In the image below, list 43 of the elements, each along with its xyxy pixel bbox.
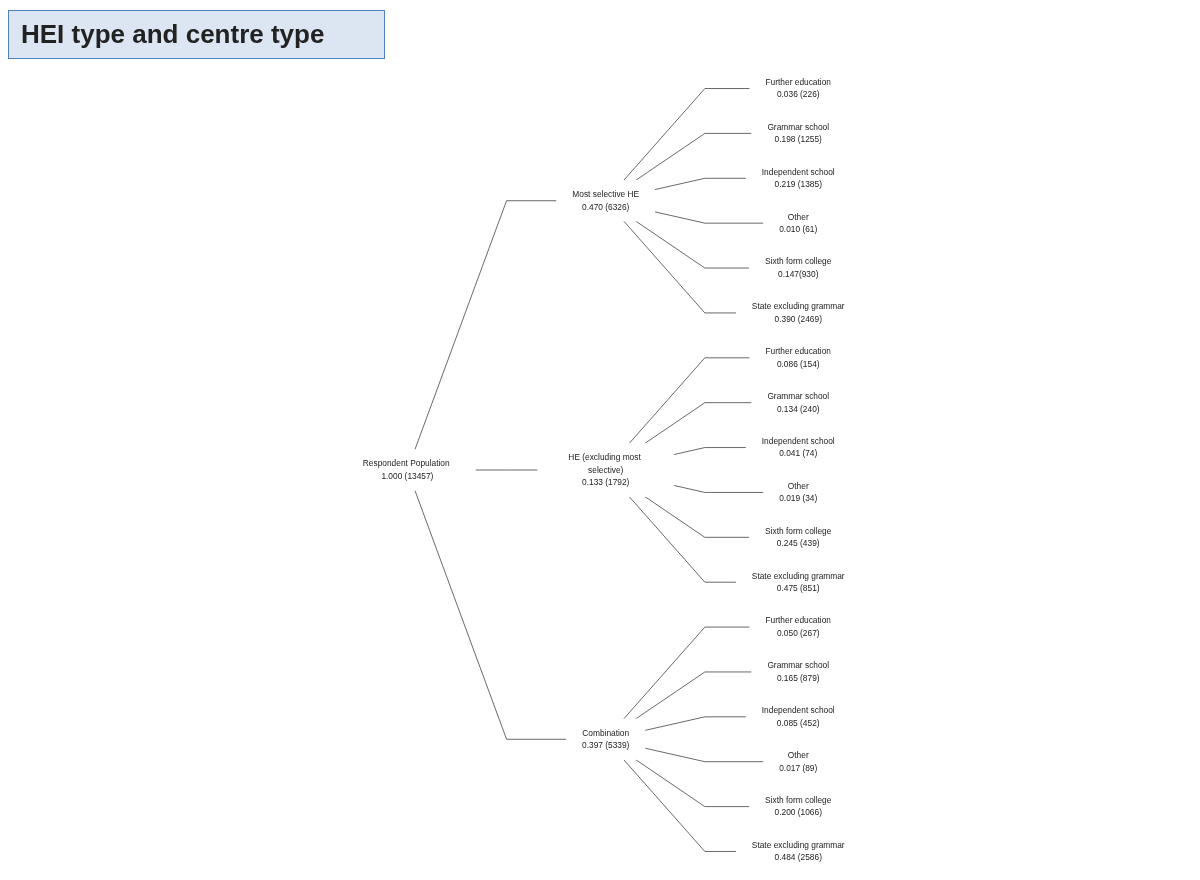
node-text: Combination 0.397 (5339)	[582, 728, 630, 750]
connector	[623, 88, 751, 181]
node-text: State excluding grammar 0.390 (2469)	[751, 301, 845, 324]
node-text: Independent school 0.219 (1385)	[761, 167, 835, 189]
node-text: Other 0.010 (61)	[779, 212, 818, 234]
node-text: HE (excluding most selective) 0.133 (1792)	[568, 452, 641, 487]
node-text: Further education 0.050 (267)	[765, 616, 832, 638]
connector	[623, 626, 751, 720]
connector	[654, 211, 764, 224]
connector	[635, 133, 753, 181]
connector	[635, 671, 753, 720]
node-text: Grammar school 0.165 (879)	[767, 661, 830, 683]
node-text: Grammar school 0.198 (1255)	[767, 122, 830, 144]
node-text: Respondent Population 1.000 (13457)	[362, 459, 450, 481]
node-text: Sixth form college 0.200 (1066)	[765, 795, 832, 818]
connector	[623, 220, 737, 314]
connector	[623, 759, 737, 852]
node-text: State excluding grammar 0.484 (2586)	[751, 840, 845, 862]
connector	[414, 490, 567, 740]
connector	[654, 177, 747, 190]
node-text: Independent school 0.041 (74)	[761, 436, 835, 458]
connector	[644, 716, 747, 731]
node-text: State excluding grammar 0.475 (851)	[751, 571, 845, 593]
connector	[414, 200, 558, 450]
node-text: Independent school 0.085 (452)	[761, 705, 835, 728]
connector	[673, 485, 764, 493]
node-text: Other 0.019 (34)	[779, 481, 818, 503]
connector	[644, 747, 764, 763]
connector	[673, 447, 747, 455]
connector	[644, 402, 753, 444]
diagram-title: HEI type and centre type	[8, 10, 386, 59]
connector	[628, 496, 737, 583]
connector	[644, 496, 750, 538]
connector	[635, 759, 750, 807]
connector	[628, 357, 751, 444]
node-text: Most selective HE 0.470 (6326)	[572, 189, 640, 212]
node-text: Grammar school 0.134 (240)	[767, 391, 830, 414]
node-text: Sixth form college 0.147(930)	[765, 257, 832, 279]
node-text: Sixth form college 0.245 (439)	[765, 526, 832, 548]
node-text: Further education 0.086 (154)	[765, 346, 832, 369]
node-text: Further education 0.036 (226)	[765, 77, 832, 99]
connector	[635, 220, 750, 269]
node-text: Other 0.017 (89)	[779, 750, 818, 773]
